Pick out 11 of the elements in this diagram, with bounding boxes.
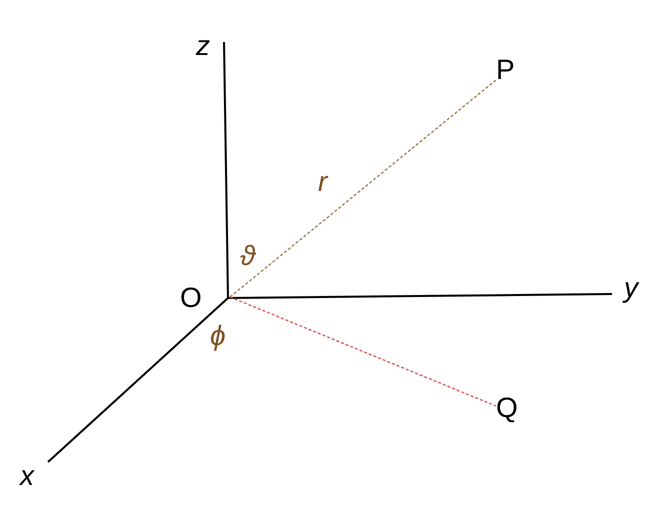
axis-label: z	[196, 30, 210, 62]
axis-label: x	[20, 460, 34, 492]
point-label: Q	[496, 390, 530, 426]
angle-label: ϑ	[240, 240, 256, 272]
point-label: O	[180, 280, 230, 316]
edge-label: r	[318, 166, 328, 198]
dashed-line	[230, 80, 496, 298]
point-label: P	[496, 52, 530, 88]
dashed-line	[230, 296, 496, 407]
axis-label: y	[624, 272, 638, 304]
angle-label: ϕ	[210, 320, 226, 352]
